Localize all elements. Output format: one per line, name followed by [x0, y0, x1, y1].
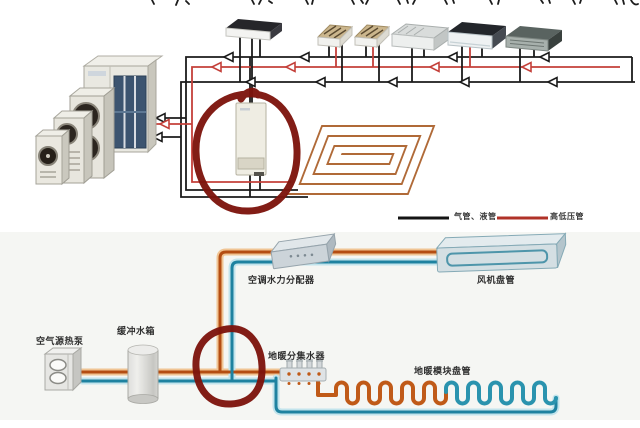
indoor-unit-duct-dark [505, 26, 562, 52]
highlight-circle-hydro-box [192, 87, 301, 215]
label-fan-coil: 风机盘管 [477, 276, 516, 286]
label-air-source-heat-pump: 空气源热泵 [36, 337, 84, 347]
legend-label-high-low: 高低压管 [550, 212, 584, 221]
cropped-calligraphy-fragments [151, 0, 639, 6]
highlight-annotations [192, 87, 301, 408]
indoor-unit-cassette-1 [316, 24, 354, 49]
flow-arrows [151, 51, 558, 143]
legend-label-gas-liquid: 气管、液管 [454, 212, 497, 221]
floor-heating-manifold [279, 359, 327, 385]
fan-coil-unit [435, 232, 567, 273]
indoor-unit-dark-white [447, 22, 506, 50]
floor-heating-spiral [285, 125, 436, 195]
label-buffer-tank: 缓冲水箱 [117, 327, 156, 337]
floor-coil-cold-half [444, 380, 558, 406]
outdoor-unit-large [82, 55, 164, 154]
indoor-unit-duct-gray [390, 23, 450, 51]
buffer-tank [127, 344, 159, 404]
highlight-circle-pipe-junction [192, 325, 266, 408]
label-hydraulic-distributor: 空调水力分配器 [248, 276, 315, 286]
hydraulic-distributor [270, 232, 337, 270]
label-floor-heating-manifold: 地暖分集水器 [268, 352, 326, 362]
hydro-box-unit [235, 102, 267, 176]
air-source-heat-pump [43, 347, 83, 392]
outdoor-unit-small [34, 128, 71, 186]
outdoor-unit-stack [34, 55, 164, 186]
indoor-unit-cassette-2 [353, 24, 391, 49]
water-piping [78, 248, 560, 416]
floor-coil-hot-half [316, 379, 448, 406]
label-floor-heating-coil: 地暖模块盘管 [414, 367, 472, 377]
indoor-unit-slim-duct [225, 19, 282, 41]
refrigerant-piping [148, 32, 635, 198]
indoor-unit-row [225, 19, 562, 52]
